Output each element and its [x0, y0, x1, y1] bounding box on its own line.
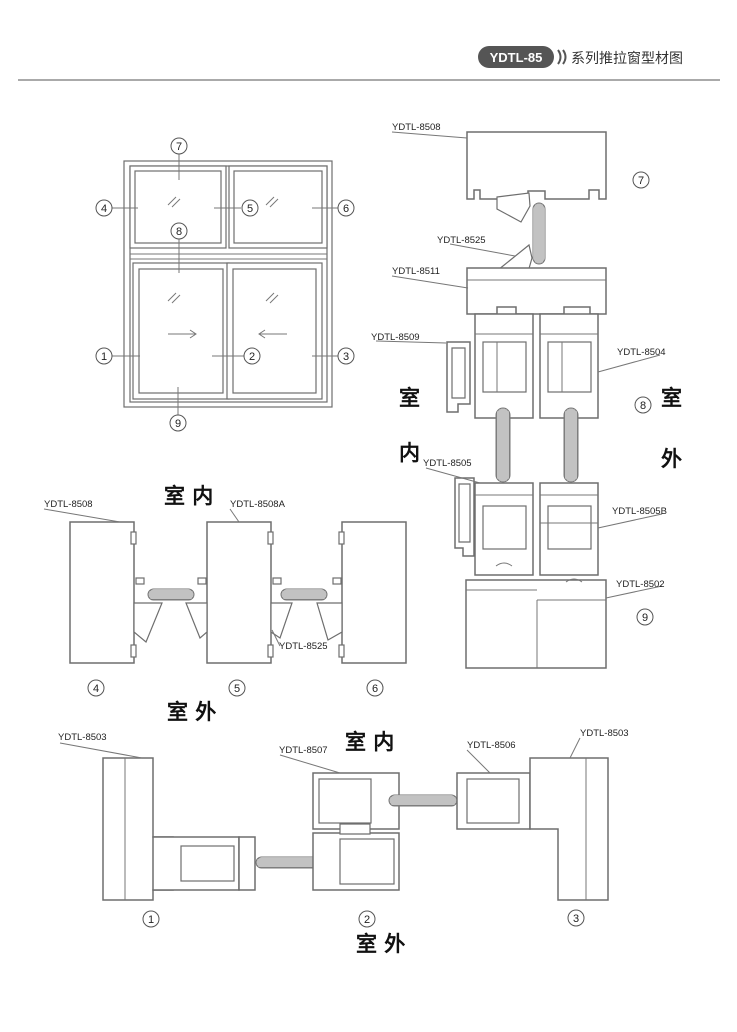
label-8508a: YDTL-8508A [230, 499, 286, 510]
svg-text:4: 4 [101, 203, 107, 215]
svg-text:7: 7 [176, 141, 182, 153]
svg-text:3: 3 [343, 351, 349, 363]
indoor-char-1: 室 [399, 386, 420, 410]
vertical-section [375, 131, 663, 669]
outdoor-char-1: 室 [661, 386, 682, 410]
label-8503-left: YDTL-8503 [58, 732, 107, 743]
svg-text:4: 4 [93, 683, 99, 695]
label-8505b: YDTL-8505B [612, 506, 667, 517]
section-labels: YDTL-8508 YDTL-8525 YDTL-8511 YDTL-8509 … [44, 122, 667, 756]
lower-outdoor: 室 外 [356, 932, 405, 956]
label-8504: YDTL-8504 [617, 347, 666, 358]
marker-2-overview: 2 [243, 347, 261, 365]
marker-8-section: 8 [634, 396, 652, 414]
label-8502: YDTL-8502 [616, 579, 665, 590]
marker-5-upper: 5 [228, 679, 246, 697]
svg-text:7: 7 [638, 175, 644, 187]
marker-7-overview: 7 [170, 137, 188, 155]
marker-9-overview: 9 [169, 414, 187, 432]
chevron-icon [557, 49, 567, 65]
marker-4-overview: 4 [95, 199, 113, 217]
page-header: YDTL-85 系列推拉窗型材图 [18, 46, 720, 81]
label-8508-main: YDTL-8508 [392, 122, 441, 133]
slide-arrows [168, 329, 287, 339]
marker-6-upper: 6 [366, 679, 384, 697]
label-8503-right: YDTL-8503 [580, 728, 629, 739]
svg-text:3: 3 [573, 913, 579, 925]
svg-text:8: 8 [640, 400, 646, 412]
label-8505: YDTL-8505 [423, 458, 472, 469]
svg-text:6: 6 [343, 203, 349, 215]
svg-text:9: 9 [642, 612, 648, 624]
lower-section [59, 737, 609, 901]
marker-1-lower: 1 [142, 910, 160, 928]
label-8508-upper: YDTL-8508 [44, 499, 93, 510]
label-8506: YDTL-8506 [467, 740, 516, 751]
outdoor-char-2: 外 [661, 447, 682, 471]
svg-text:9: 9 [175, 418, 181, 430]
label-8525-upper: YDTL-8525 [279, 641, 328, 652]
series-badge-text: YDTL-85 [490, 50, 543, 65]
marker-8-overview: 8 [170, 222, 188, 240]
label-8509: YDTL-8509 [371, 332, 420, 343]
marker-3-lower: 3 [567, 909, 585, 927]
svg-text:1: 1 [148, 914, 154, 926]
label-8525-main: YDTL-8525 [437, 235, 486, 246]
upper-indoor: 室 内 [164, 484, 213, 508]
upper-outdoor: 室 外 [167, 700, 216, 724]
svg-text:6: 6 [372, 683, 378, 695]
label-8507: YDTL-8507 [279, 745, 328, 756]
svg-text:8: 8 [176, 226, 182, 238]
series-badge [478, 46, 554, 68]
page-title: 系列推拉窗型材图 [571, 50, 683, 67]
window-elevation [112, 154, 338, 415]
marker-5-overview: 5 [241, 199, 259, 217]
svg-text:5: 5 [247, 203, 253, 215]
marker-9-section: 9 [636, 608, 654, 626]
circled-markers: 7 4 5 6 8 1 2 3 9 7 8 9 4 5 6 1 2 3 [87, 137, 654, 928]
indoor-char-2: 内 [399, 441, 420, 465]
svg-text:2: 2 [364, 914, 370, 926]
marker-7-section: 7 [632, 171, 650, 189]
marker-6-overview: 6 [337, 199, 355, 217]
svg-text:5: 5 [234, 683, 240, 695]
marker-2-lower: 2 [358, 910, 376, 928]
lower-indoor: 室 内 [345, 730, 394, 754]
label-8511: YDTL-8511 [392, 266, 440, 277]
upper-section [43, 508, 407, 664]
orientation-labels: 室 内 室 外 室 内 室 外 室 内 室 外 [164, 386, 682, 956]
marker-4-upper: 4 [87, 679, 105, 697]
marker-3-overview: 3 [337, 347, 355, 365]
svg-text:2: 2 [249, 351, 255, 363]
svg-text:1: 1 [101, 351, 107, 363]
marker-1-overview: 1 [95, 347, 113, 365]
